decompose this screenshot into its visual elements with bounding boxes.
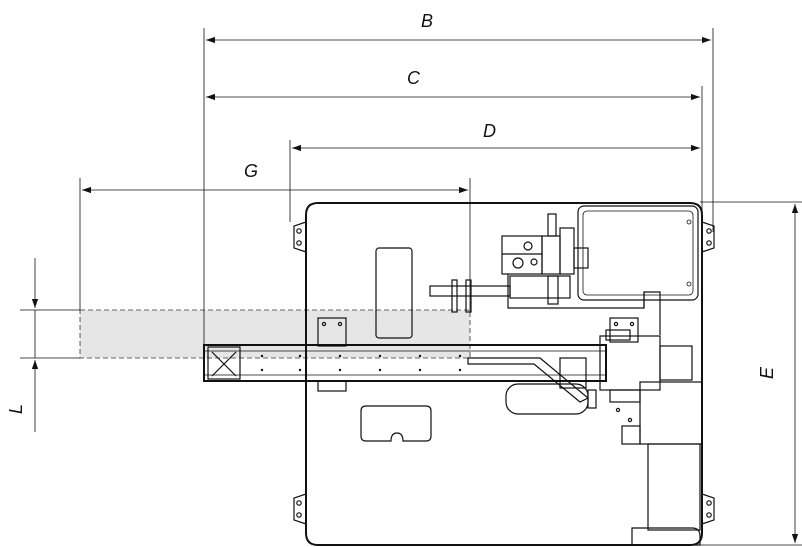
- air-cylinder: [505, 383, 597, 415]
- dim-label-l: L: [6, 404, 26, 414]
- diagonal-guide: [467, 357, 590, 403]
- electrical-box: [577, 205, 699, 301]
- dim-label-b: B: [421, 11, 433, 31]
- feed-shaft: [429, 279, 511, 313]
- mounting-bracket-bottom-right: [701, 493, 715, 525]
- dim-label-d: D: [483, 121, 496, 141]
- plate-cutout-upper: [375, 247, 413, 339]
- mounting-bracket-top-left: [293, 221, 307, 253]
- mounting-bracket-bottom-left: [293, 493, 307, 525]
- plate-cutout-lower: [360, 405, 432, 442]
- rail-screws: [260, 354, 462, 372]
- gripper-frame: [507, 274, 661, 335]
- dim-label-c: C: [407, 68, 421, 88]
- rail-mount-left: [317, 317, 347, 392]
- mounting-bracket-top-right: [701, 221, 715, 253]
- lower-right-housing: [615, 381, 703, 546]
- transfer-rail: [203, 344, 607, 382]
- travel-zone: [79, 309, 471, 359]
- dim-label-g: G: [244, 161, 258, 181]
- motor-assembly: [599, 329, 693, 403]
- dim-label-e: E: [757, 366, 777, 379]
- extension-lines: [20, 28, 802, 546]
- gripper-unit: [501, 213, 589, 305]
